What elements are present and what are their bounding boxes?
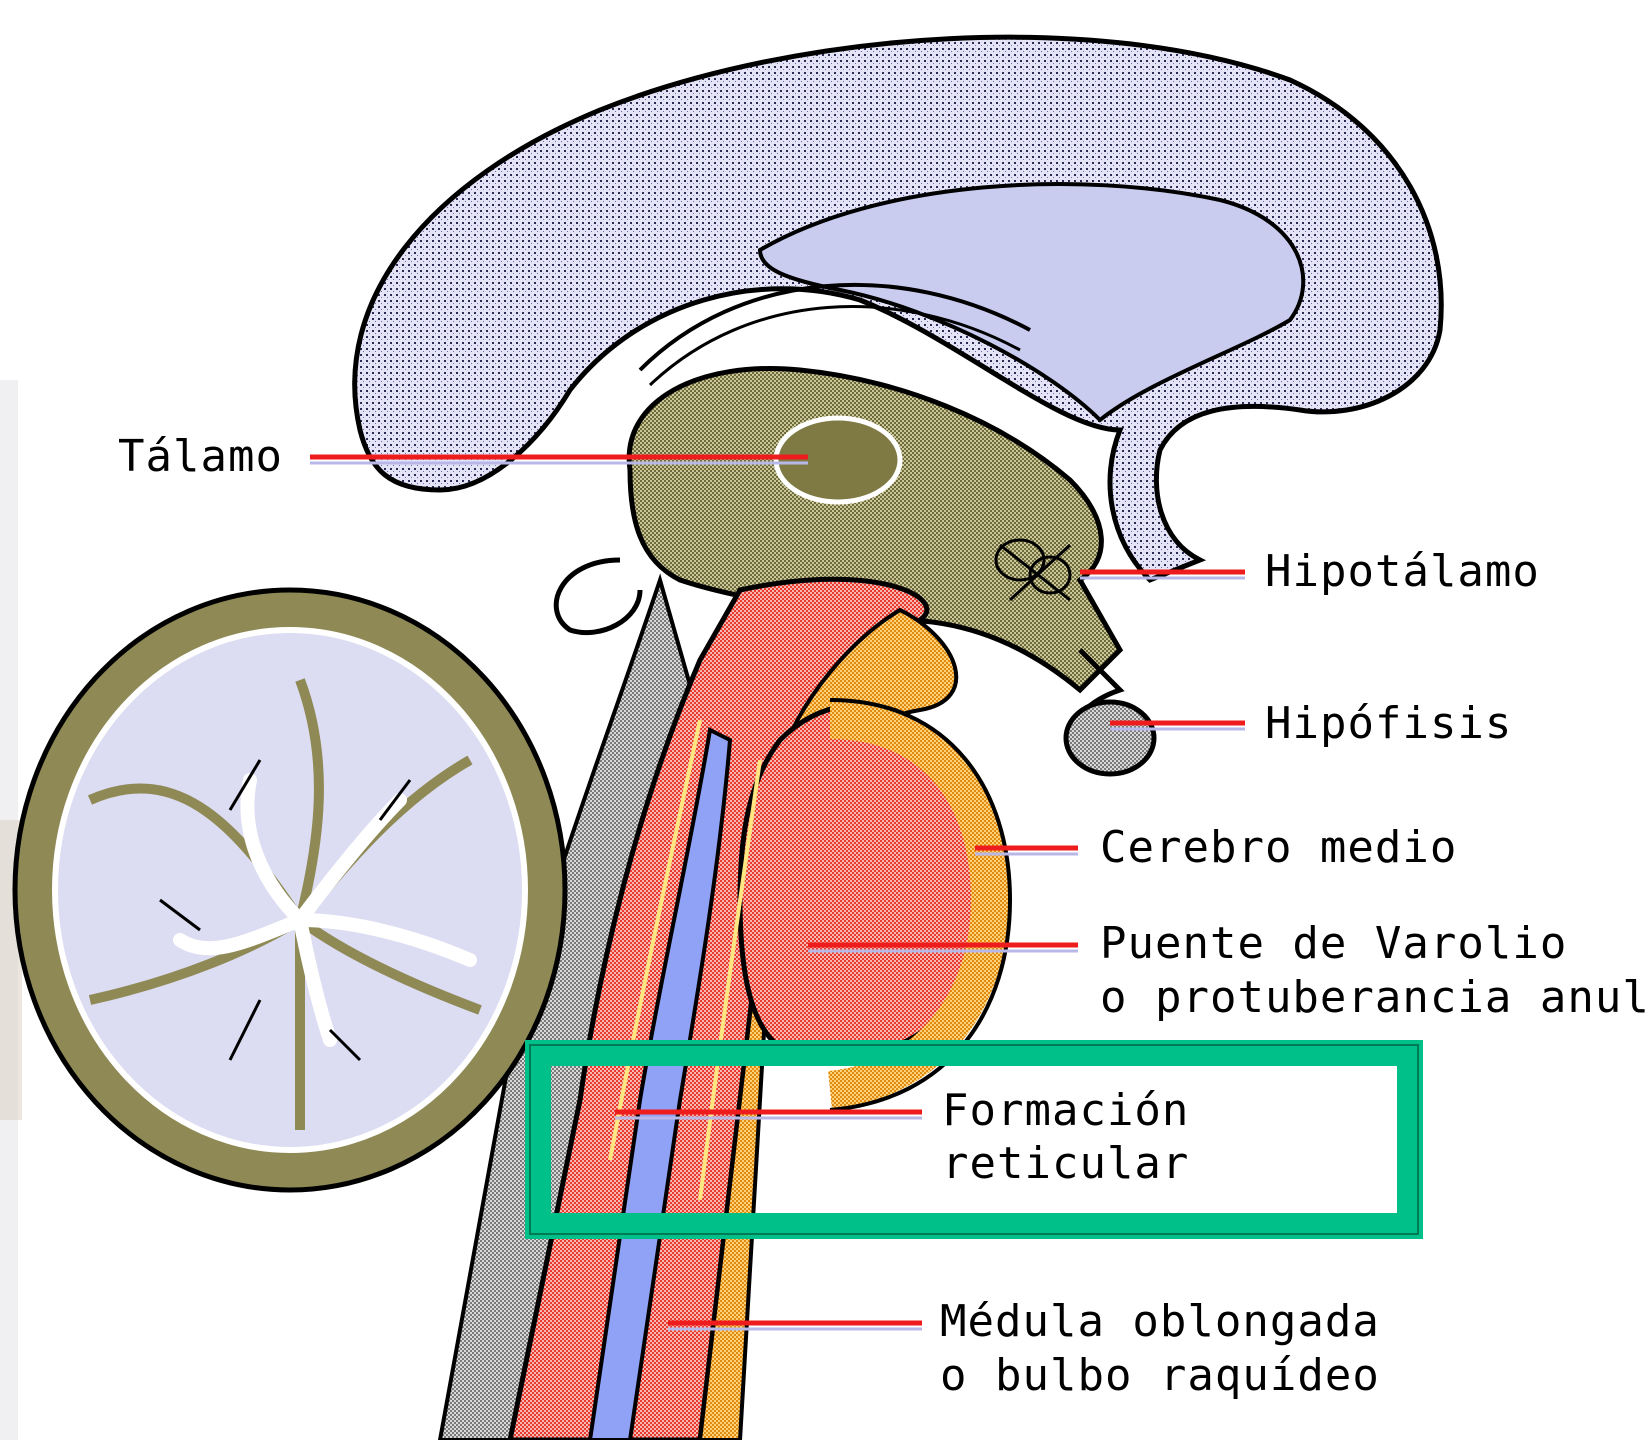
label-medula-line1: Médula oblongada: [940, 1296, 1380, 1347]
label-hipofisis: Hipófisis: [1265, 698, 1512, 749]
label-talamo: Tálamo: [118, 431, 283, 482]
label-puente-line2: o protuberancia anular: [1100, 972, 1650, 1023]
label-cerebro-medio: Cerebro medio: [1100, 822, 1457, 873]
label-formacion-line2: reticular: [942, 1138, 1189, 1189]
label-formacion-line1: Formación: [942, 1085, 1189, 1136]
pineal-loop: [556, 560, 640, 633]
cerebellum: [15, 590, 565, 1190]
label-puente-line1: Puente de Varolio: [1100, 918, 1567, 969]
label-hipotalamo: Hipotálamo: [1265, 546, 1540, 597]
thalamus-nucleus: [776, 418, 900, 502]
label-medula-line2: o bulbo raquídeo: [940, 1350, 1380, 1401]
